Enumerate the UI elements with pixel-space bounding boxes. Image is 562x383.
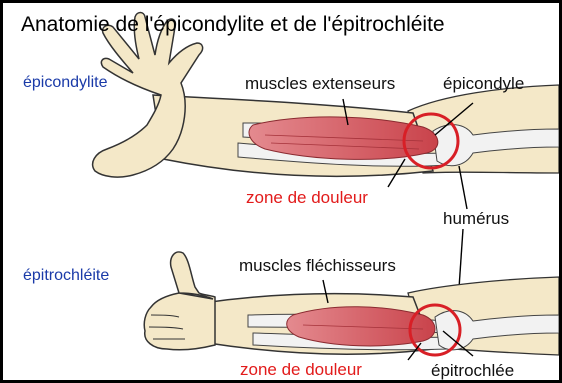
humerus-label: humérus [443,210,509,227]
epitrochlea-label: épitrochlée [431,362,514,379]
figure-title: Anatomie de l'épicondylite et de l'épitr… [21,14,445,35]
bottom-pain-zone-label: zone de douleur [240,361,362,378]
epicondyle-label: épicondyle [443,75,524,92]
bottom-condition-label: épitrochléite [23,268,109,284]
top-condition-label: épicondylite [23,75,108,91]
top-arm-illustration [93,13,559,178]
bottom-fist [144,252,215,350]
bottom-muscles-label: muscles fléchisseurs [239,257,396,274]
top-pain-zone-label: zone de douleur [246,189,368,206]
top-muscles-label: muscles extenseurs [245,75,395,92]
